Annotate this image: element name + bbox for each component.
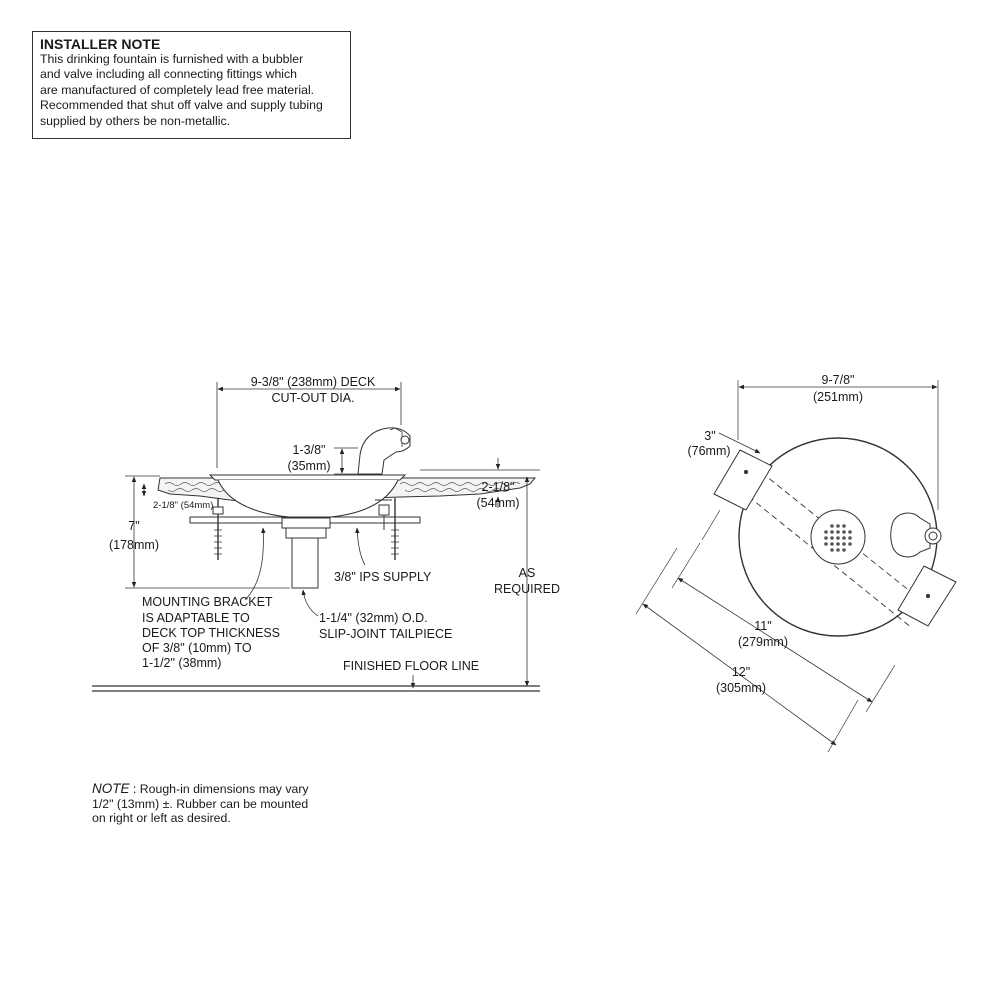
top-view xyxy=(635,380,957,753)
overall-depth-label: 7" xyxy=(128,519,139,533)
installer-note-line: are manufactured of completely lead free… xyxy=(40,82,315,97)
bracket-width-label: (76mm) xyxy=(687,444,730,458)
installer-note-line: supplied by others be non-metallic. xyxy=(40,113,231,128)
tailpiece-label: 1-1/4" (32mm) O.D. xyxy=(319,611,428,625)
overall-depth-label: (178mm) xyxy=(109,538,159,552)
as-required-label: AS xyxy=(519,566,536,580)
deck-cutout-label: 9-3/8" (238mm) DECK xyxy=(251,375,376,389)
note-line: 1/2" (13mm) ±. Rubber can be mounted xyxy=(92,796,309,811)
floor-line-label: FINISHED FLOOR LINE xyxy=(343,659,479,673)
bubbler-height-label: 1-3/8" xyxy=(293,443,326,457)
side-view xyxy=(92,382,540,692)
inner-span-label: (279mm) xyxy=(738,635,788,649)
deck-thickness-label: 2-1/8" xyxy=(482,480,515,494)
rough-in-note: NOTE : Rough-in dimensions may vary 1/2"… xyxy=(92,781,309,826)
installer-note-line: Recommended that shut off valve and supp… xyxy=(40,98,323,113)
deck-cutout-label: CUT-OUT DIA. xyxy=(271,391,354,405)
note-line: on right or left as desired. xyxy=(92,811,231,825)
bowl-width-label: 9-7/8" xyxy=(822,373,855,387)
mounting-bracket-note: IS ADAPTABLE TO xyxy=(142,611,250,625)
installer-note-line: and valve including all connecting fitti… xyxy=(40,67,298,82)
note-label: NOTE xyxy=(92,781,130,796)
outer-span-label: 12" xyxy=(732,665,750,679)
bowl-width-label: (251mm) xyxy=(813,390,863,404)
deck-thickness-label: (54mm) xyxy=(476,496,519,510)
as-required-label: REQUIRED xyxy=(494,582,560,596)
note-line: : Rough-in dimensions may vary xyxy=(129,782,309,796)
bracket-width-label: 3" xyxy=(704,429,715,443)
bubbler-height-label: (35mm) xyxy=(287,459,330,473)
installer-note-box: INSTALLER NOTE This drinking fountain is… xyxy=(32,31,351,139)
deck-thickness-left-label: 2-1/8" (54mm) xyxy=(153,500,213,511)
installer-note-title: INSTALLER NOTE xyxy=(40,36,161,52)
mounting-bracket-note: 1-1/2" (38mm) xyxy=(142,656,221,670)
mounting-bracket-note: OF 3/8" (10mm) TO xyxy=(142,641,252,655)
supply-label: 3/8" IPS SUPPLY xyxy=(334,570,432,584)
inner-span-label: 11" xyxy=(754,619,771,633)
outer-span-label: (305mm) xyxy=(716,681,766,695)
mounting-bracket-note: DECK TOP THICKNESS xyxy=(142,626,280,640)
mounting-bracket-note: MOUNTING BRACKET xyxy=(142,595,273,609)
tailpiece-label: SLIP-JOINT TAILPIECE xyxy=(319,627,452,641)
installer-note-line: This drinking fountain is furnished with… xyxy=(40,52,304,66)
